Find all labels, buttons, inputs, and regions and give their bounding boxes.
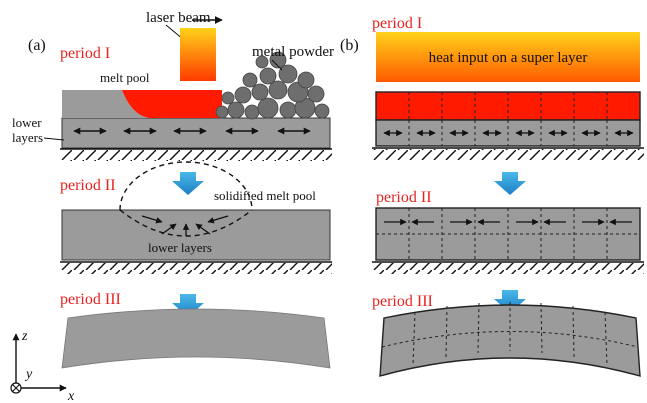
axis-x-label: x bbox=[67, 389, 75, 403]
period-3-label-a: period III bbox=[60, 291, 121, 308]
coordinate-axes: z y x bbox=[10, 329, 75, 403]
period-1-label-b: period I bbox=[372, 15, 422, 32]
lower-layers-label-mid: lower layers bbox=[148, 240, 212, 255]
laser-beam bbox=[180, 28, 216, 81]
bent-substrate-b-grid bbox=[381, 302, 639, 366]
base-hatch-b2 bbox=[372, 263, 644, 274]
deposited-layer bbox=[62, 90, 150, 118]
heat-input-label: heat input on a super layer bbox=[429, 50, 588, 66]
powder-leader-line bbox=[271, 59, 283, 71]
shrinkage-arrows bbox=[141, 215, 229, 236]
base-hatch-a2 bbox=[60, 263, 332, 274]
axis-z-label: z bbox=[21, 329, 28, 344]
bent-substrate-a bbox=[61, 308, 331, 369]
panel-a: (a) period I laser beam melt pool metal … bbox=[12, 10, 334, 369]
lower-layers-leader bbox=[43, 137, 65, 141]
metal-powder bbox=[215, 51, 330, 120]
solidified-pool-outline bbox=[119, 161, 253, 211]
period-2-label-b: period II bbox=[376, 189, 432, 206]
panel-b-label: (b) bbox=[340, 37, 359, 54]
base-hatch-b1 bbox=[372, 149, 644, 160]
period-1-label-a: period I bbox=[60, 45, 110, 62]
flow-arrow-b1 bbox=[494, 172, 526, 195]
flow-arrow-a1 bbox=[172, 172, 204, 195]
solidified-pool-label: solidified melt pool bbox=[214, 188, 316, 203]
substrate-a1 bbox=[61, 117, 331, 149]
period-2-label-a: period II bbox=[60, 177, 116, 194]
axis-y-label: y bbox=[24, 367, 33, 382]
heat-input-band bbox=[376, 32, 640, 82]
substrate-b2-grid bbox=[376, 208, 640, 260]
panel-a-label: (a) bbox=[28, 37, 46, 54]
substrate-b1-dividers bbox=[408, 120, 608, 146]
flow-arrow-a2 bbox=[172, 294, 204, 317]
panel-b: (b) period I heat input on a super layer bbox=[340, 15, 644, 377]
base-hatch-a1 bbox=[60, 150, 332, 161]
period-3-label-b: period III bbox=[372, 293, 433, 310]
laser-beam-label: laser beam bbox=[146, 10, 211, 26]
melt-pool-label: melt pool bbox=[100, 70, 150, 85]
metal-powder-label: metal powder bbox=[252, 44, 334, 60]
melt-pool bbox=[122, 90, 222, 118]
flow-arrow-b2 bbox=[494, 290, 526, 313]
